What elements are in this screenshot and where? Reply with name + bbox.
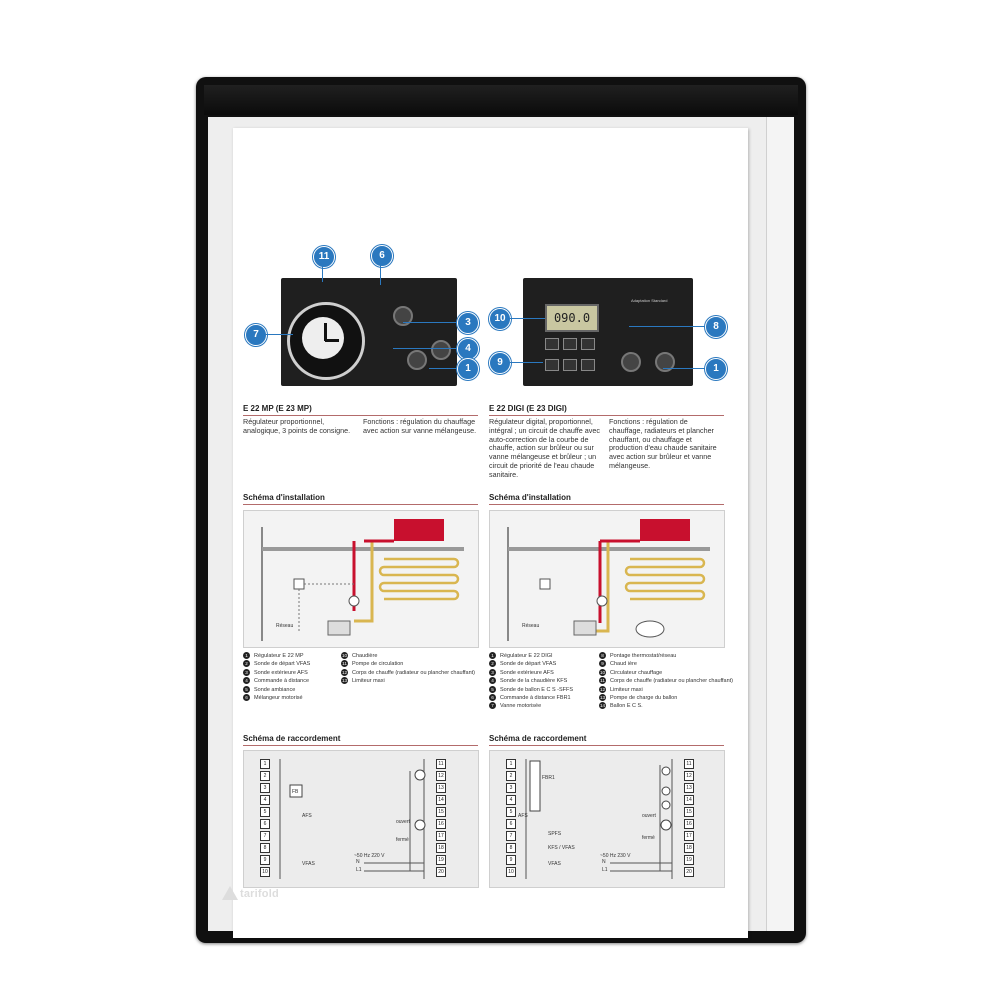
- terminal-box: 12: [436, 771, 446, 781]
- terminal-box: 11: [684, 759, 694, 769]
- right-desc-b: Fonctions : régulation de chauffage, rad…: [609, 417, 717, 470]
- terminal-box: 4: [506, 795, 516, 805]
- terminal-box: 15: [436, 807, 446, 817]
- knob: [407, 350, 427, 370]
- callout-badge: 4: [457, 338, 479, 360]
- terminal-box: 6: [260, 819, 270, 829]
- terminal-box: 19: [684, 855, 694, 865]
- callout-badge: 9: [489, 352, 511, 374]
- terminal-box: 12: [684, 771, 694, 781]
- callout-badge: 7: [245, 324, 267, 346]
- left-install-diagram: Réseau: [243, 510, 479, 648]
- lcd-display: 090.0: [545, 304, 599, 332]
- callout-badge: 11: [313, 246, 335, 268]
- terminal-box: 5: [260, 807, 270, 817]
- pocket-back-sheet: [766, 117, 794, 931]
- right-model-title: E 22 DIGI (E 23 DIGI): [489, 404, 567, 413]
- terminal-box: 1: [506, 759, 516, 769]
- terminal-box: 16: [684, 819, 694, 829]
- terminal-box: 7: [260, 831, 270, 841]
- terminal-box: 3: [260, 783, 270, 793]
- terminal-box: 20: [684, 867, 694, 877]
- knob: [393, 306, 413, 326]
- terminal-box: 8: [260, 843, 270, 853]
- callout-badge: 8: [705, 316, 727, 338]
- right-desc-a: Régulateur digital, proportionnel, intég…: [489, 417, 600, 479]
- keypad: [543, 336, 603, 378]
- terminal-box: 6: [506, 819, 516, 829]
- terminal-box: 19: [436, 855, 446, 865]
- left-wiring-title: Schéma de raccordement: [243, 734, 341, 743]
- callout-badge: 6: [371, 245, 393, 267]
- terminal-box: 17: [436, 831, 446, 841]
- terminal-box: 18: [436, 843, 446, 853]
- brand-name: tarifold: [240, 888, 279, 900]
- terminal-box: 4: [260, 795, 270, 805]
- callout-badge: 10: [489, 308, 511, 330]
- left-desc-b: Fonctions : régulation du chauffage avec…: [363, 417, 477, 435]
- clock-dial: [287, 302, 365, 380]
- left-wiring-diagram: 1 2 3 4 5 6 7 8 9 10 11 12 13 14 15 16 1…: [243, 750, 479, 888]
- knob: [655, 352, 675, 372]
- terminal-box: 17: [684, 831, 694, 841]
- tarifold-logo-icon: [222, 886, 238, 900]
- reseau-label: Réseau: [522, 623, 540, 629]
- terminal-box: 9: [260, 855, 270, 865]
- terminal-box: 5: [506, 807, 516, 817]
- right-install-diagram: Réseau: [489, 510, 725, 648]
- callout-badge: 1: [705, 358, 727, 380]
- left-install-title: Schéma d'installation: [243, 493, 325, 502]
- terminal-box: 20: [436, 867, 446, 877]
- terminal-box: 2: [260, 771, 270, 781]
- right-wiring-diagram: 1 2 3 4 5 6 7 8 9 10 11 12 13 14 15 16 1…: [489, 750, 725, 888]
- terminal-box: 2: [506, 771, 516, 781]
- terminal-box: 1: [260, 759, 270, 769]
- terminal-box: 10: [506, 867, 516, 877]
- digital-regulator-photo: 090.0 Adaptation Standard: [523, 278, 693, 386]
- terminal-box: 3: [506, 783, 516, 793]
- knob: [621, 352, 641, 372]
- terminal-box: 15: [684, 807, 694, 817]
- panel-label: Adaptation Standard: [631, 298, 668, 303]
- analog-regulator-photo: [281, 278, 457, 386]
- right-wiring-title: Schéma de raccordement: [489, 734, 587, 743]
- terminal-box: 18: [684, 843, 694, 853]
- terminal-box: 16: [436, 819, 446, 829]
- terminal-box: 14: [684, 795, 694, 805]
- callout-badge: 1: [457, 358, 479, 380]
- right-install-title: Schéma d'installation: [489, 493, 571, 502]
- document-sheet: 11 6 7 3 4 1 090.0 Adaptation Standard 1…: [233, 128, 748, 938]
- terminal-box: 14: [436, 795, 446, 805]
- terminal-box: 11: [436, 759, 446, 769]
- callout-badge: 3: [457, 312, 479, 334]
- reseau-label: Réseau: [276, 623, 294, 629]
- left-model-title: E 22 MP (E 23 MP): [243, 404, 312, 413]
- terminal-box: 13: [436, 783, 446, 793]
- pocket-top-seam: [204, 85, 798, 115]
- terminal-box: 9: [506, 855, 516, 865]
- terminal-box: 10: [260, 867, 270, 877]
- terminal-box: 7: [506, 831, 516, 841]
- terminal-box: 8: [506, 843, 516, 853]
- knob: [431, 340, 451, 360]
- left-desc-a: Régulateur proportionnel, analogique, 3 …: [243, 417, 351, 435]
- terminal-box: 13: [684, 783, 694, 793]
